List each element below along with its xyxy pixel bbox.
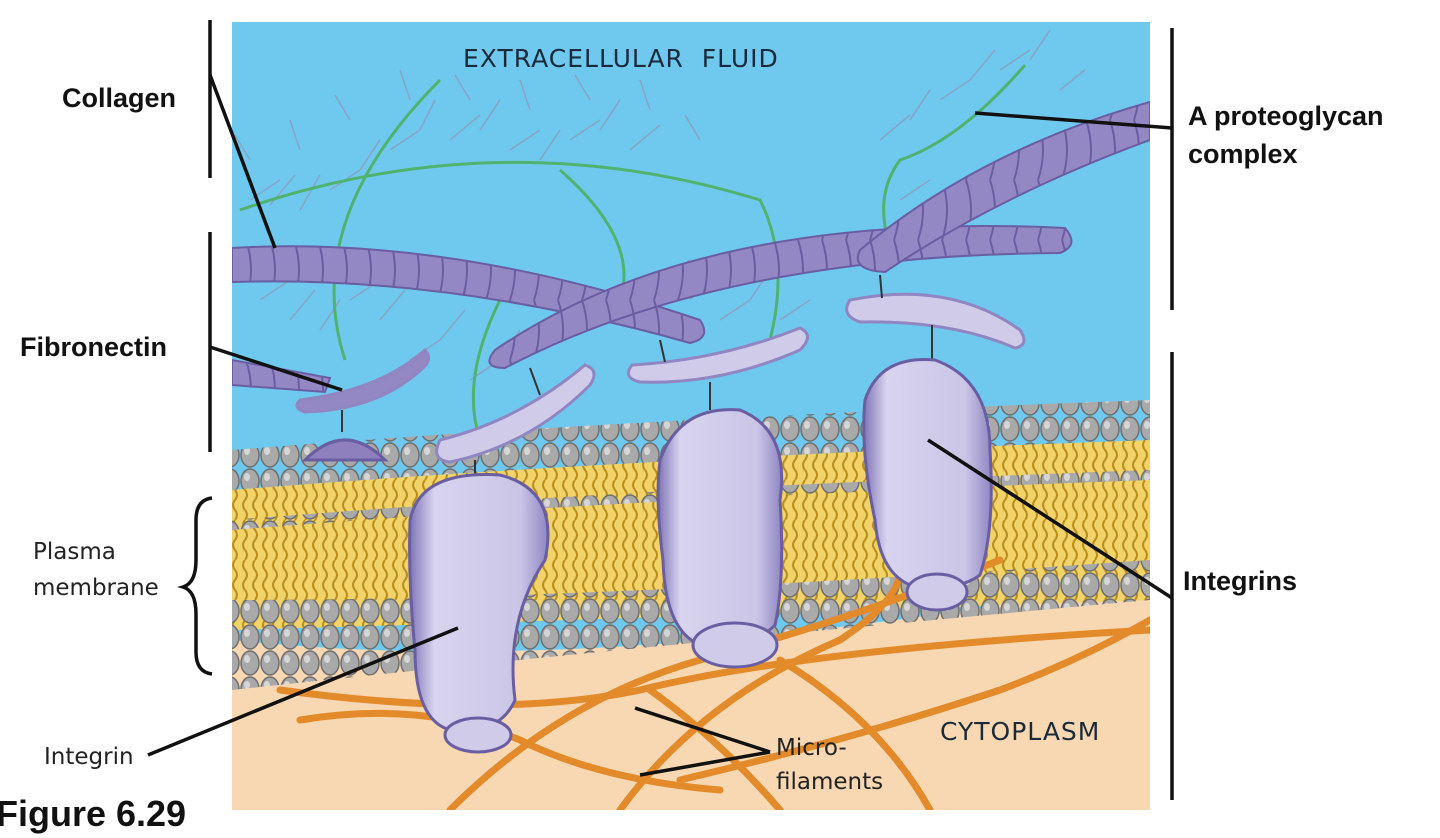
fibronectin-label: Fibronectin: [20, 332, 167, 362]
microfilaments: [276, 556, 1150, 810]
integrins-label: Integrins: [1183, 566, 1298, 596]
proteoglycan-label-line1: A proteoglycan: [1188, 101, 1384, 131]
figure-caption: Figure 6.29: [0, 793, 187, 834]
fibronectin-molecules: [295, 292, 1026, 464]
integrin-label: Integrin: [44, 744, 134, 770]
microfilaments-label-line2: filaments: [776, 769, 884, 795]
microfilaments-label-line1: Micro-: [776, 735, 847, 761]
bracket-lines: [177, 20, 1174, 800]
proteoglycan-label-line2: complex: [1188, 139, 1298, 169]
collagen-fibers: [232, 100, 1150, 394]
plasma-membrane-label-line1: Plasma: [33, 539, 116, 565]
leader-lines: [147, 74, 1173, 777]
collagen-label: Collagen: [62, 83, 177, 113]
cytoplasm-label: CYTOPLASM: [940, 717, 1101, 746]
extracellular-fluid-label: EXTRACELLULAR FLUID: [463, 44, 779, 73]
cytoplasm-region: [232, 580, 1150, 810]
plasma-membrane-label-line2: membrane: [33, 575, 159, 601]
plasma-membrane-brace: [177, 496, 213, 676]
integrin-proteins: [301, 358, 993, 754]
